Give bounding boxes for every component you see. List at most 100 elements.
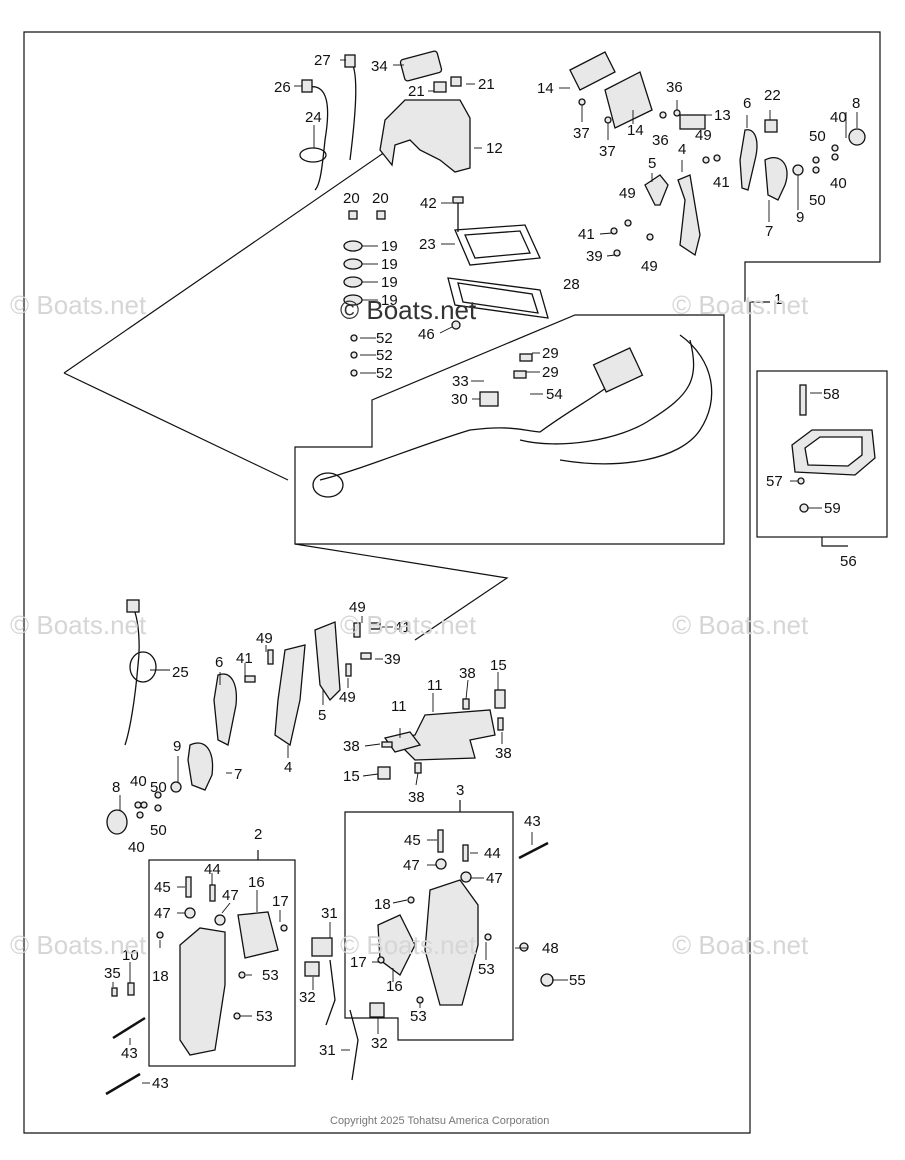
- callout-44: 44: [484, 845, 501, 862]
- watermark: © Boats.net: [10, 930, 147, 960]
- callout-18: 18: [152, 968, 169, 985]
- parts: [105, 50, 876, 1096]
- callout-47: 47: [403, 857, 420, 874]
- callout-19: 19: [381, 238, 398, 255]
- watermark: © Boats.net: [10, 610, 147, 640]
- lever-part: [764, 157, 788, 201]
- lever-part: [274, 644, 306, 747]
- callout-52: 52: [376, 330, 393, 347]
- callout-45: 45: [404, 832, 421, 849]
- callout-34: 34: [371, 58, 388, 75]
- callout-40: 40: [830, 175, 847, 192]
- callout-11: 11: [391, 698, 407, 715]
- callout-47: 47: [154, 905, 171, 922]
- leader-lines: [112, 59, 858, 1084]
- callout-20: 20: [343, 190, 360, 207]
- callout-15: 15: [343, 768, 360, 785]
- callout-23: 23: [419, 236, 436, 253]
- callout-10: 10: [122, 947, 139, 964]
- callout-47: 47: [222, 887, 239, 904]
- remote-housing-part: [424, 879, 479, 1006]
- switch-wire-part: [304, 86, 329, 191]
- callout-15: 15: [490, 657, 507, 674]
- callout-17: 17: [350, 954, 367, 971]
- callout-9: 9: [796, 209, 804, 226]
- watermark: © Boats.net: [672, 290, 809, 320]
- callout-38: 38: [495, 745, 512, 762]
- callout-27: 27: [314, 52, 331, 69]
- callout-16: 16: [248, 874, 265, 891]
- trim-wire-part: [124, 604, 140, 746]
- callout-53: 53: [262, 967, 279, 984]
- callout-47: 47: [486, 870, 503, 887]
- callout-58: 58: [823, 386, 840, 403]
- lever-part: [187, 742, 214, 791]
- watermark: © Boats.net: [340, 295, 477, 325]
- callout-5: 5: [648, 155, 656, 172]
- callout-56: 56: [840, 553, 857, 570]
- callout-49: 49: [349, 599, 366, 616]
- watermark: © Boats.net: [340, 930, 477, 960]
- callout-57: 57: [766, 473, 783, 490]
- gear-plate-part: [377, 914, 416, 976]
- callout-16: 16: [386, 978, 403, 995]
- lever-part: [677, 174, 701, 257]
- callout-40: 40: [128, 839, 145, 856]
- bracket-part: [604, 71, 653, 129]
- callout-26: 26: [274, 79, 291, 96]
- callout-43: 43: [121, 1045, 138, 1062]
- callout-19: 19: [381, 274, 398, 291]
- callout-7: 7: [234, 766, 242, 783]
- connector-part: [592, 347, 644, 393]
- callout-12: 12: [486, 140, 503, 157]
- grip-pad-part: [399, 50, 443, 82]
- callout-38: 38: [408, 789, 425, 806]
- switch-wire-part: [349, 59, 357, 161]
- callout-4: 4: [284, 759, 292, 776]
- callout-11: 11: [427, 677, 443, 694]
- lever-part: [314, 621, 341, 702]
- callout-25: 25: [172, 664, 189, 681]
- callout-7: 7: [765, 223, 773, 240]
- callout-49: 49: [339, 689, 356, 706]
- callout-3: 3: [456, 782, 464, 799]
- callout-28: 28: [563, 276, 580, 293]
- callout-29: 29: [542, 345, 559, 362]
- callout-36: 36: [652, 132, 669, 149]
- callout-6: 6: [215, 654, 223, 671]
- callout-32: 32: [299, 989, 316, 1006]
- callout-31: 31: [321, 905, 338, 922]
- callout-50: 50: [150, 779, 167, 796]
- callout-31: 31: [319, 1042, 336, 1059]
- cap-part: [433, 81, 447, 93]
- callout-37: 37: [599, 143, 616, 160]
- callout-33: 33: [452, 373, 469, 390]
- callout-30: 30: [451, 391, 468, 408]
- callout-39: 39: [586, 248, 603, 265]
- callout-53: 53: [410, 1008, 427, 1025]
- watermark: © Boats.net: [340, 610, 477, 640]
- clip-part: [299, 147, 327, 163]
- callout-21: 21: [478, 76, 495, 93]
- lever-part: [644, 174, 669, 206]
- watermark: © Boats.net: [672, 930, 809, 960]
- callout-48: 48: [542, 940, 559, 957]
- callout-39: 39: [384, 651, 401, 668]
- callout-38: 38: [459, 665, 476, 682]
- frame-lines: [23, 31, 888, 1134]
- callout-14: 14: [537, 80, 554, 97]
- wire-harness-part: [319, 384, 611, 481]
- gear-plate-part: [237, 911, 279, 959]
- callout-13: 13: [714, 107, 731, 124]
- callout-53: 53: [478, 961, 495, 978]
- callout-52: 52: [376, 365, 393, 382]
- callout-24: 24: [305, 109, 322, 126]
- callout-49: 49: [619, 185, 636, 202]
- callout-22: 22: [764, 87, 781, 104]
- callout-35: 35: [104, 965, 121, 982]
- callout-29: 29: [542, 364, 559, 381]
- lever-part: [213, 673, 238, 746]
- callout-38: 38: [343, 738, 360, 755]
- callout-36: 36: [666, 79, 683, 96]
